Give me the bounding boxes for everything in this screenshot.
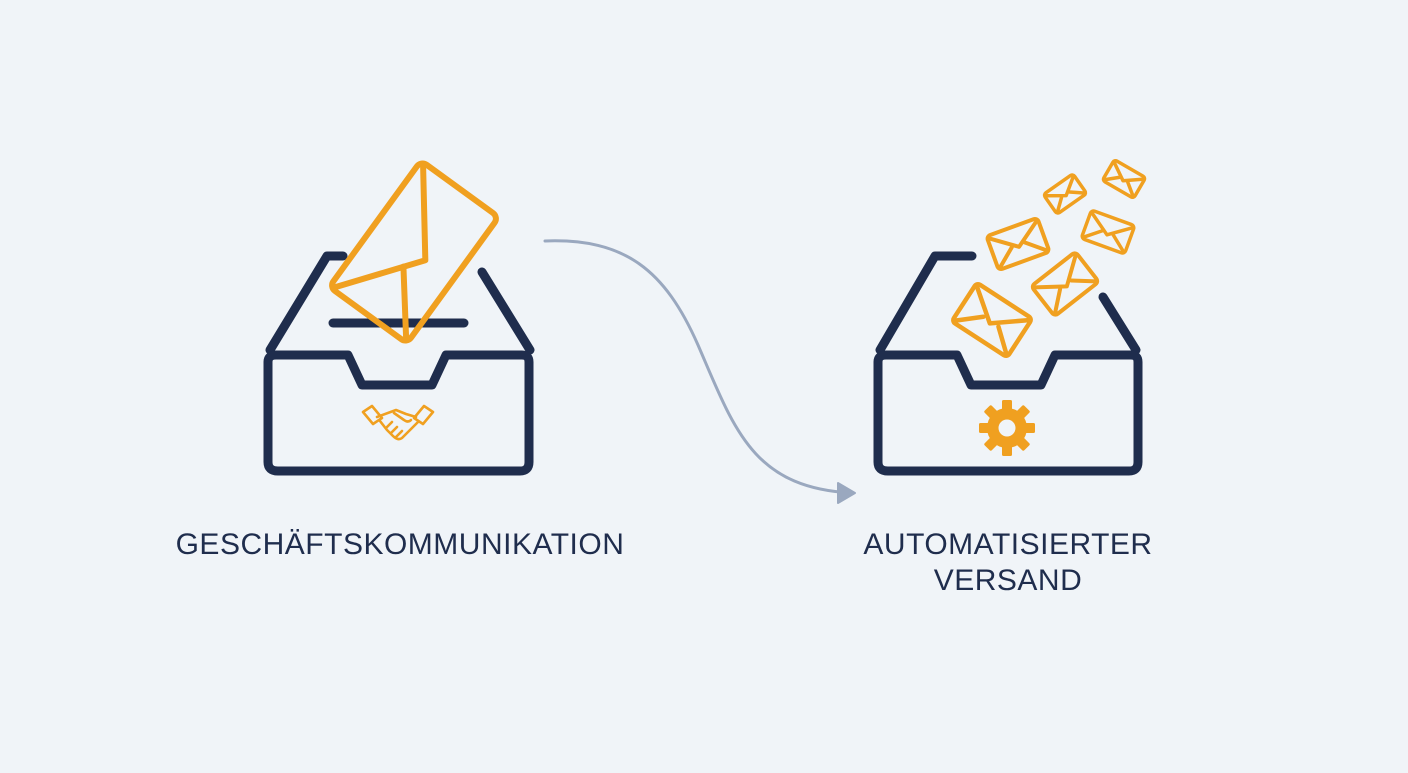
label-left-text: GESCHÄFTSKOMMUNIKATION: [175, 528, 625, 561]
left-tray-front: [263, 350, 534, 476]
left-tray-back-wall-left: [265, 251, 348, 355]
label-geschaeftskommunikation: GESCHÄFTSKOMMUNIKATION: [110, 527, 690, 563]
left-tray-icon: [263, 251, 535, 476]
right-tray-front: [873, 350, 1143, 476]
envelope-icon: [1101, 158, 1147, 200]
right-tray-back-wall-left: [875, 251, 977, 355]
left-envelope-icon: [329, 160, 499, 344]
left-tray-back-wall-right: [477, 267, 535, 355]
right-tray-icon: [873, 251, 1143, 476]
envelope-icon: [1030, 251, 1100, 317]
right-tray-back-wall-right: [1098, 292, 1141, 355]
label-right-line1: AUTOMATISIERTER: [863, 528, 1153, 561]
flying-envelopes: [951, 158, 1147, 358]
label-automatisierter-versand: AUTOMATISIERTER VERSAND: [808, 527, 1208, 599]
gear-icon: [979, 400, 1035, 456]
label-right-line2: VERSAND: [933, 564, 1083, 597]
envelope-icon: [951, 282, 1033, 358]
envelope-icon: [1042, 173, 1088, 215]
envelope-icon: [1080, 209, 1136, 255]
envelope-icon: [985, 216, 1051, 272]
handshake-icon: [361, 404, 435, 441]
curved-arrow-icon: [543, 239, 856, 504]
